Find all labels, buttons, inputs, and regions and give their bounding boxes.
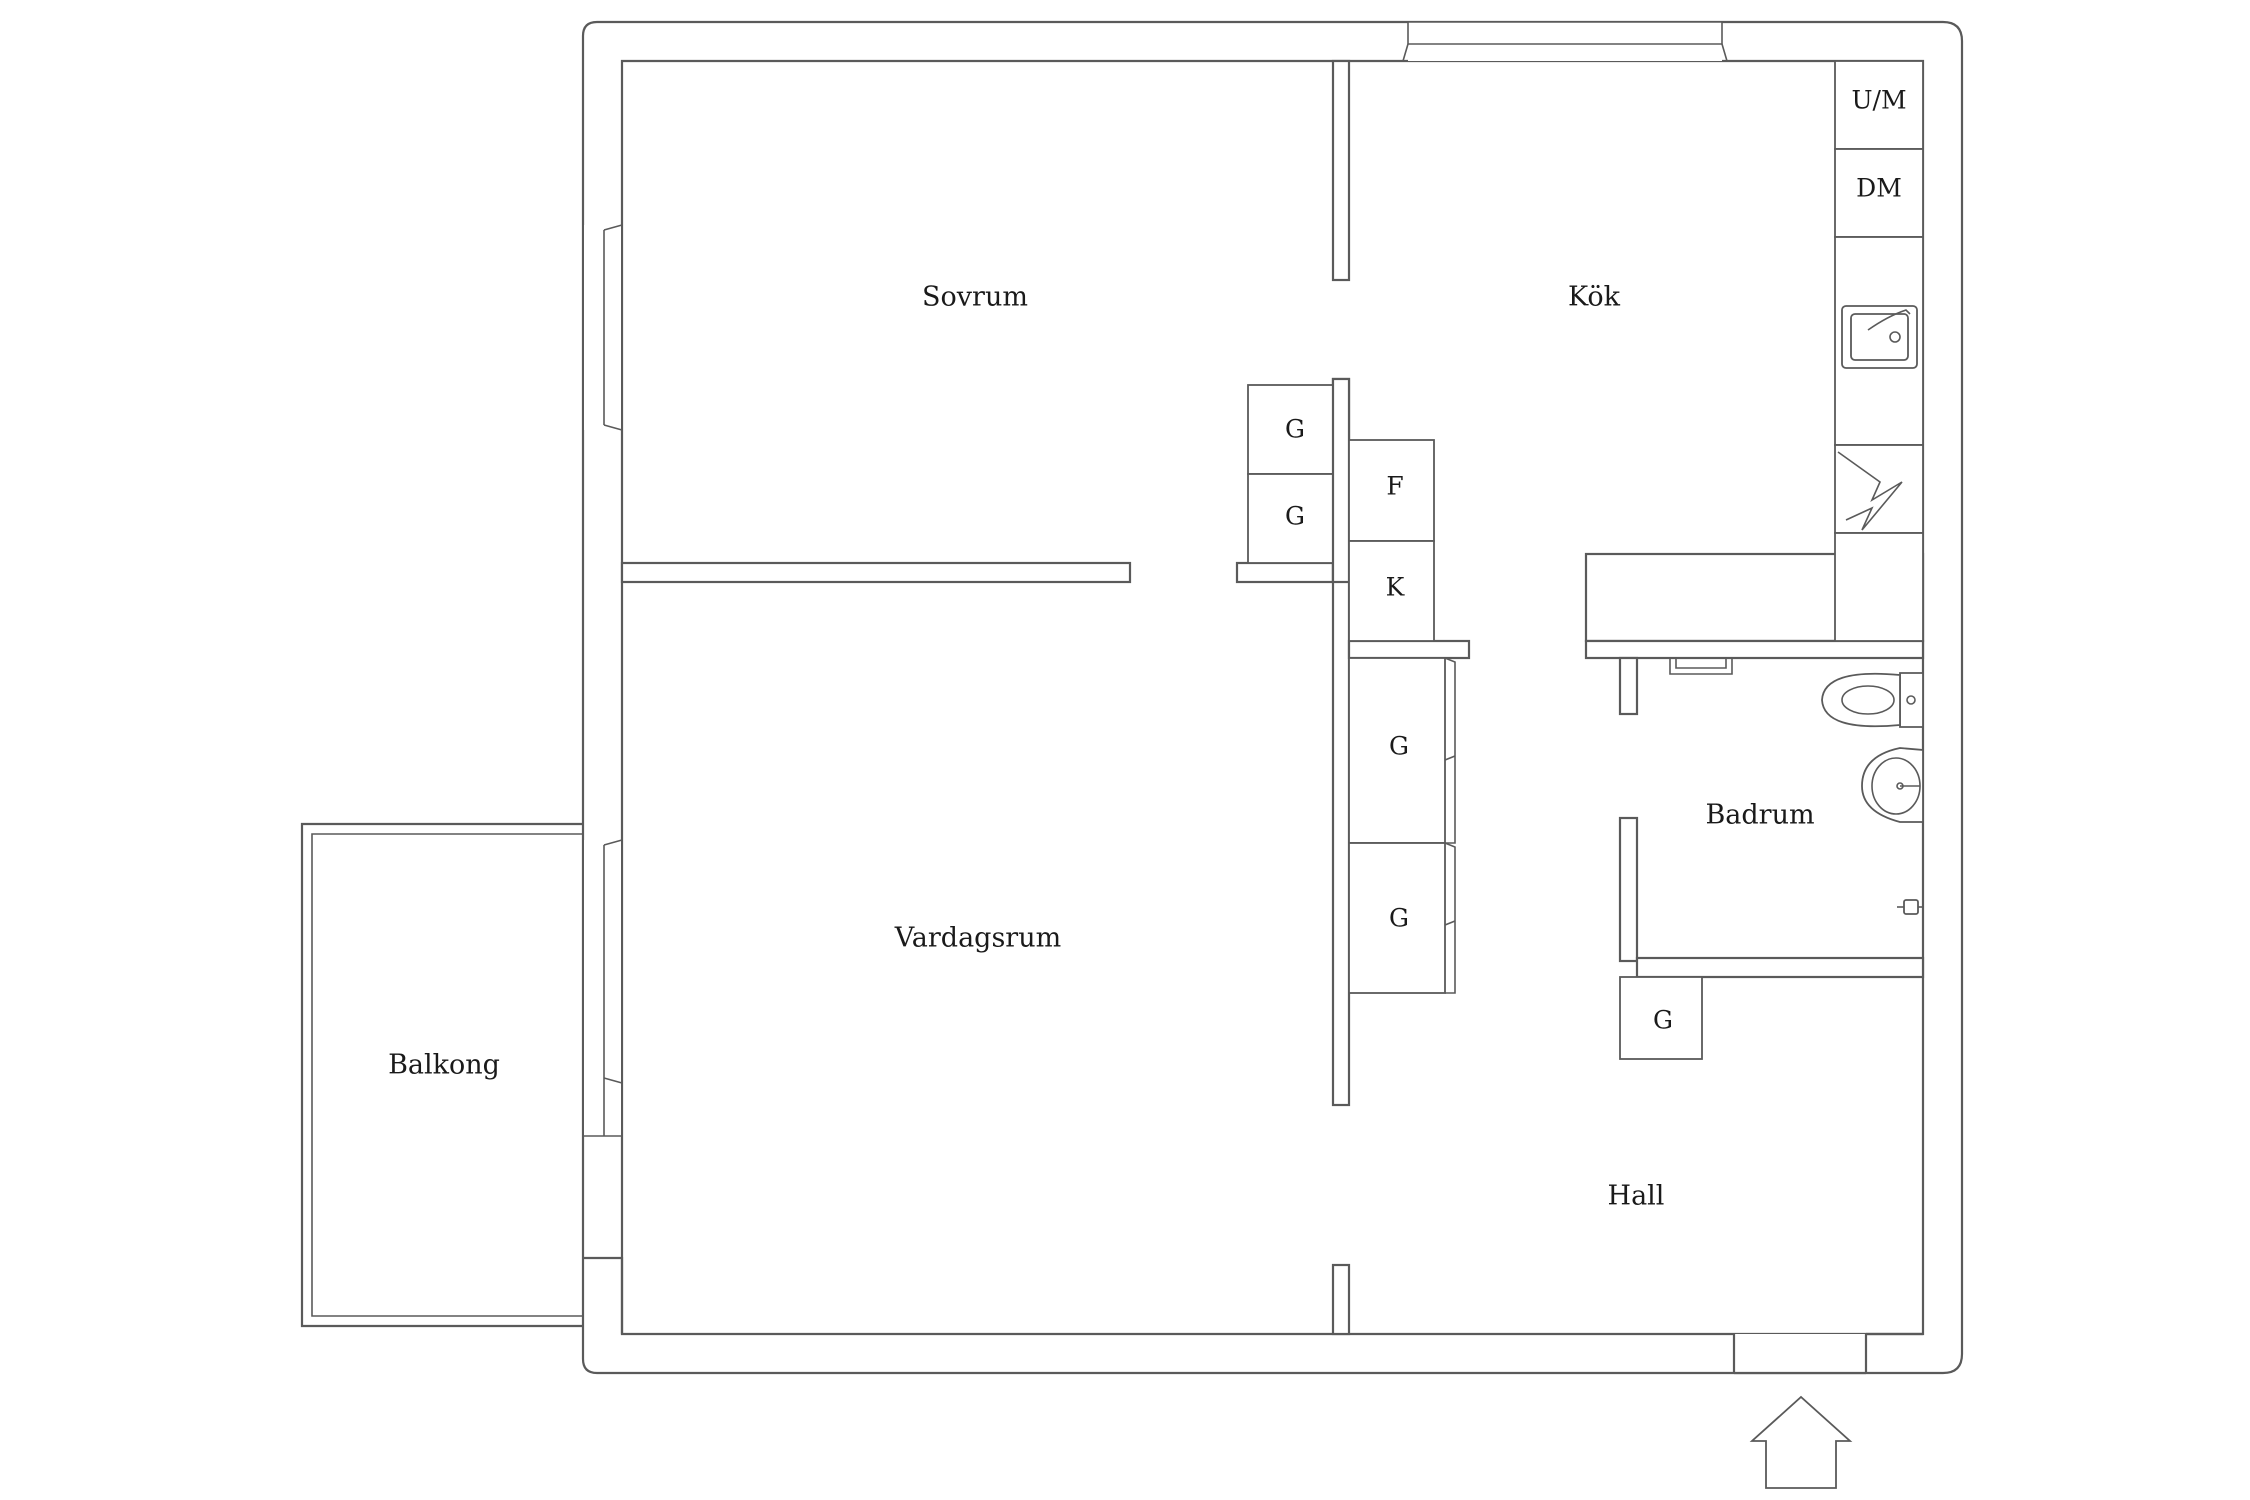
bath-radiator: [1669, 658, 1733, 675]
fixture-label-freezer: K: [1386, 573, 1406, 602]
toilet-icon: [1821, 672, 1924, 728]
room-label-vardagsrum: Vardagsrum: [894, 923, 1061, 954]
entrance-arrow-icon: [1749, 1395, 1853, 1489]
kitchen-window: [1402, 21, 1728, 62]
fixture-label-wardrobe: G: [1285, 415, 1305, 444]
living-wall-notch: [583, 1256, 624, 1334]
fixture-label-dm: DM: [1856, 174, 1902, 203]
interior-walls: [620, 59, 1925, 1336]
entrance-door: [1732, 1332, 1923, 1375]
stove-icon: [1837, 451, 1903, 531]
room-label-kok: Kök: [1568, 282, 1621, 313]
room-label-balkong: Balkong: [388, 1050, 500, 1081]
balcony: [300, 822, 583, 1328]
balcony-door: [583, 839, 623, 1137]
kitchen-sink-icon: [1841, 305, 1918, 369]
washbasin-icon: [1861, 747, 1924, 823]
room-label-badrum: Badrum: [1705, 800, 1814, 831]
fixture-label-wardrobe: G: [1285, 502, 1305, 531]
fridge-freezer: [1348, 439, 1435, 642]
outer-wall: [581, 20, 1964, 1375]
fixture-label-wardrobe: G: [1389, 904, 1409, 933]
bedroom-wardrobes: [1247, 377, 1351, 584]
kitchen-counter: [1834, 60, 1924, 642]
sovrum-window: [582, 224, 623, 431]
fixture-label-wardrobe: G: [1653, 1006, 1673, 1035]
floor-drain-icon: [1897, 899, 1923, 915]
hall-wardrobe: [1619, 976, 1703, 1060]
corridor-wardrobes: [1348, 657, 1456, 994]
fixture-label-um: U/M: [1851, 86, 1906, 115]
fixture-label-wardrobe: G: [1389, 732, 1409, 761]
room-label-hall: Hall: [1608, 1181, 1665, 1212]
fixture-label-fridge: F: [1386, 472, 1403, 501]
room-label-sovrum: Sovrum: [922, 282, 1028, 313]
